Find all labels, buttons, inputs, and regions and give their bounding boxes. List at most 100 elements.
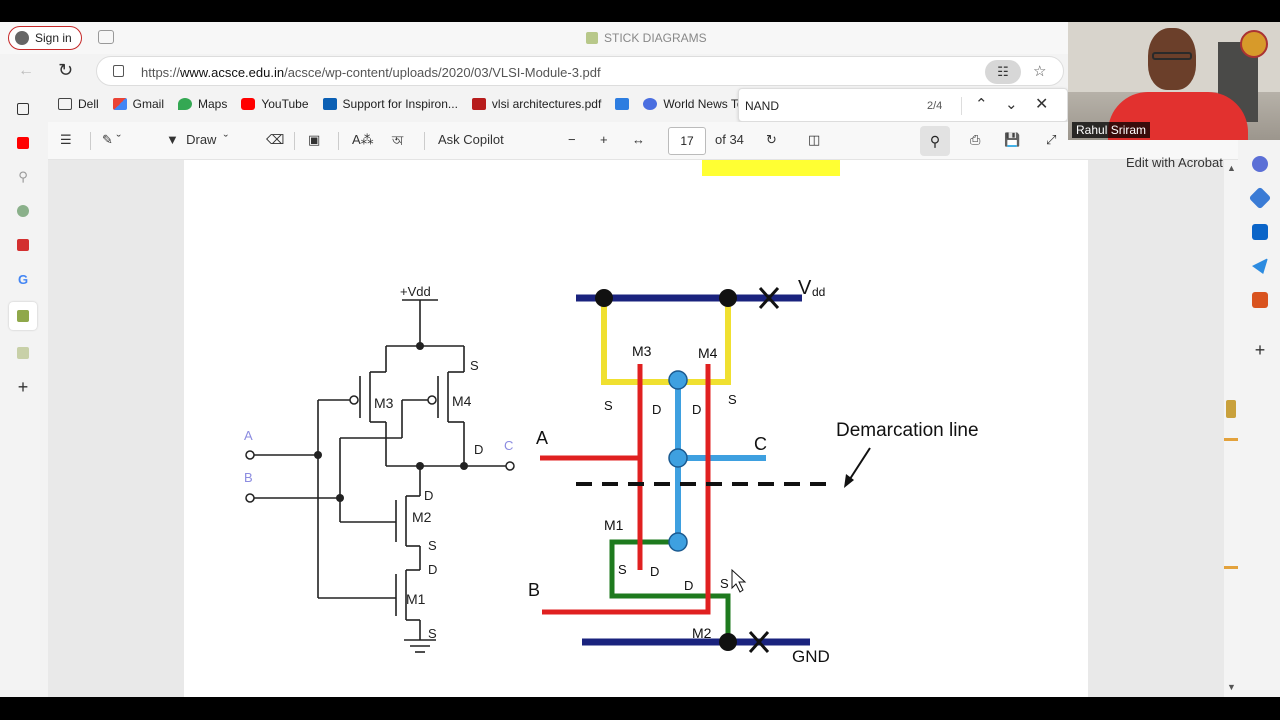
find-next-icon[interactable]: ⌄: [1005, 96, 1018, 113]
webcam-glasses: [1152, 52, 1192, 60]
highlight-icon[interactable]: ✎ ˇ: [102, 132, 121, 147]
demarcation-arrow: [847, 447, 871, 483]
zoom-in-icon[interactable]: +: [600, 132, 608, 147]
m1-s-label: S: [428, 626, 437, 641]
lock-icon[interactable]: [113, 65, 124, 77]
bookmark-world-news[interactable]: World News Toc: [643, 97, 750, 111]
page-view-icon[interactable]: ◫: [808, 132, 821, 147]
ask-copilot-button[interactable]: Ask Copilot: [438, 132, 504, 147]
draw-icon: ▼: [166, 132, 179, 147]
find-input[interactable]: NAND: [745, 99, 780, 113]
scroll-up-icon[interactable]: ▲: [1227, 163, 1236, 173]
pdf-search-icon[interactable]: ⚲: [920, 126, 950, 156]
url-text: https://www.acsce.edu.in/acsce/wp-conten…: [141, 65, 601, 80]
search-hit-marker: [1224, 566, 1238, 569]
print-icon[interactable]: ⎙: [970, 132, 981, 147]
vdd-stick-subscript: dd: [812, 285, 825, 299]
a-node: [314, 451, 322, 459]
scrollbar-thumb[interactable]: [1226, 400, 1236, 418]
vdd-node: [416, 342, 424, 350]
m4-d-stick-label: D: [692, 402, 701, 417]
bookmark-gmail[interactable]: Gmail: [112, 97, 164, 111]
immersive-reader-icon[interactable]: ☷: [985, 60, 1021, 84]
sidebar-search-icon[interactable]: ⚲: [18, 169, 28, 184]
find-divider: [961, 97, 962, 115]
bookmark-youtube[interactable]: YouTube: [241, 97, 309, 111]
tab-actions-icon[interactable]: [9, 98, 37, 120]
sidebar-pdf-icon[interactable]: [9, 234, 37, 256]
copilot-icon[interactable]: [1252, 156, 1268, 172]
m3-s-stick-label: S: [604, 398, 613, 413]
find-close-icon[interactable]: ✕: [1035, 96, 1049, 113]
input-a-terminal: [245, 450, 255, 460]
back-arrow-icon[interactable]: ←: [18, 62, 34, 79]
add-text-icon[interactable]: ▣: [308, 132, 321, 147]
bookmark-maps[interactable]: Maps: [178, 97, 227, 111]
m2-label: M2: [412, 509, 432, 525]
address-row: ← ↻ https://www.acsce.edu.in/acsce/wp-co…: [0, 54, 1280, 88]
sidebar-active-tab-icon[interactable]: [9, 302, 37, 330]
b-node: [336, 494, 344, 502]
bookmark-dell[interactable]: Dell: [58, 97, 99, 111]
eraser-icon[interactable]: ⌫: [266, 132, 285, 147]
address-bar[interactable]: https://www.acsce.edu.in/acsce/wp-conten…: [96, 56, 1064, 86]
gnd-stick-label: GND: [792, 647, 830, 666]
bookmarks-bar: Dell Gmail Maps YouTube Support for Insp…: [48, 88, 1068, 120]
right-sidebar: +: [1240, 132, 1280, 697]
sign-in-button[interactable]: Sign in: [8, 26, 82, 50]
sign-in-label: Sign in: [35, 31, 72, 45]
sidebar-google-icon[interactable]: G: [17, 271, 29, 287]
send-icon[interactable]: [1252, 258, 1268, 274]
reload-icon[interactable]: ↻: [58, 60, 74, 80]
bookmark-vlsi-pdf[interactable]: vlsi architectures.pdf: [471, 97, 601, 111]
stick-diagram: [540, 286, 871, 654]
tab-title[interactable]: STICK DIAGRAMS: [586, 31, 707, 45]
pdf-viewer[interactable]: +Vdd M3 M4 S D D M2 S D M1 S A B C: [48, 160, 1224, 697]
pdiff-output-contact: [668, 370, 688, 390]
bookmark-microsoft[interactable]: [615, 98, 630, 110]
pdf-toolbar: ☰ ✎ ˇ ▼ Draw ˇ ⌫ ▣ A⁂ অ Ask Copilot − + …: [48, 122, 1238, 160]
sidebar-tab-icon[interactable]: [9, 342, 37, 364]
sidebar-youtube-icon[interactable]: [9, 132, 37, 154]
browser-window: Sign in STICK DIAGRAMS ← ↻ https://www.a…: [0, 22, 1280, 697]
m2-s-stick-label: S: [720, 576, 729, 591]
mouse-cursor-icon: [731, 568, 747, 593]
bookmark-dell-support[interactable]: Support for Inspiron...: [322, 97, 458, 111]
read-aloud-icon[interactable]: A⁂: [352, 132, 374, 147]
search-hit-marker: [1224, 438, 1238, 441]
fit-width-icon[interactable]: ↔: [632, 132, 645, 147]
output-c-terminal: [505, 461, 515, 471]
tag-icon[interactable]: [1248, 186, 1272, 210]
tab-favicon-icon: [586, 32, 598, 44]
save-icon[interactable]: 💾: [1004, 132, 1021, 147]
m4-d-label: D: [474, 442, 483, 457]
contents-icon[interactable]: ☰: [60, 132, 72, 147]
top-black-bar: [0, 0, 1280, 22]
page-number-input[interactable]: 17: [668, 127, 706, 155]
edit-with-acrobat-button[interactable]: Edit with Acrobat: [1126, 155, 1223, 170]
sidebar-app-icon[interactable]: [9, 200, 37, 222]
sidebar-add-icon[interactable]: +: [1254, 340, 1266, 360]
schematic-bubbles: [245, 395, 515, 503]
tab-title-text: STICK DIAGRAMS: [604, 31, 707, 45]
p-diffusion: [601, 298, 731, 385]
draw-button[interactable]: ▼ Draw ˇ: [166, 132, 229, 147]
scroll-down-icon[interactable]: ▼: [1227, 682, 1236, 692]
vertical-scrollbar[interactable]: ▲ ▼: [1224, 160, 1240, 697]
favorite-star-icon[interactable]: ☆: [1033, 63, 1047, 80]
toolbar-divider: [294, 132, 295, 150]
tools-icon[interactable]: [1252, 292, 1268, 308]
outlook-icon[interactable]: [1252, 224, 1268, 240]
translate-icon[interactable]: অ: [392, 133, 404, 148]
m4-s-label: S: [470, 358, 479, 373]
find-previous-icon[interactable]: ⌃: [975, 96, 988, 113]
fullscreen-icon[interactable]: ⤢: [1046, 132, 1057, 147]
out-node-2: [460, 462, 468, 470]
out-node-1: [416, 462, 424, 470]
collections-icon[interactable]: [98, 30, 114, 44]
zoom-out-icon[interactable]: −: [568, 132, 576, 147]
rotate-icon[interactable]: ↻: [766, 132, 777, 147]
sidebar-add-icon[interactable]: +: [17, 376, 29, 397]
c-stick-label: C: [754, 434, 767, 454]
m3-d-stick-label: D: [652, 402, 661, 417]
